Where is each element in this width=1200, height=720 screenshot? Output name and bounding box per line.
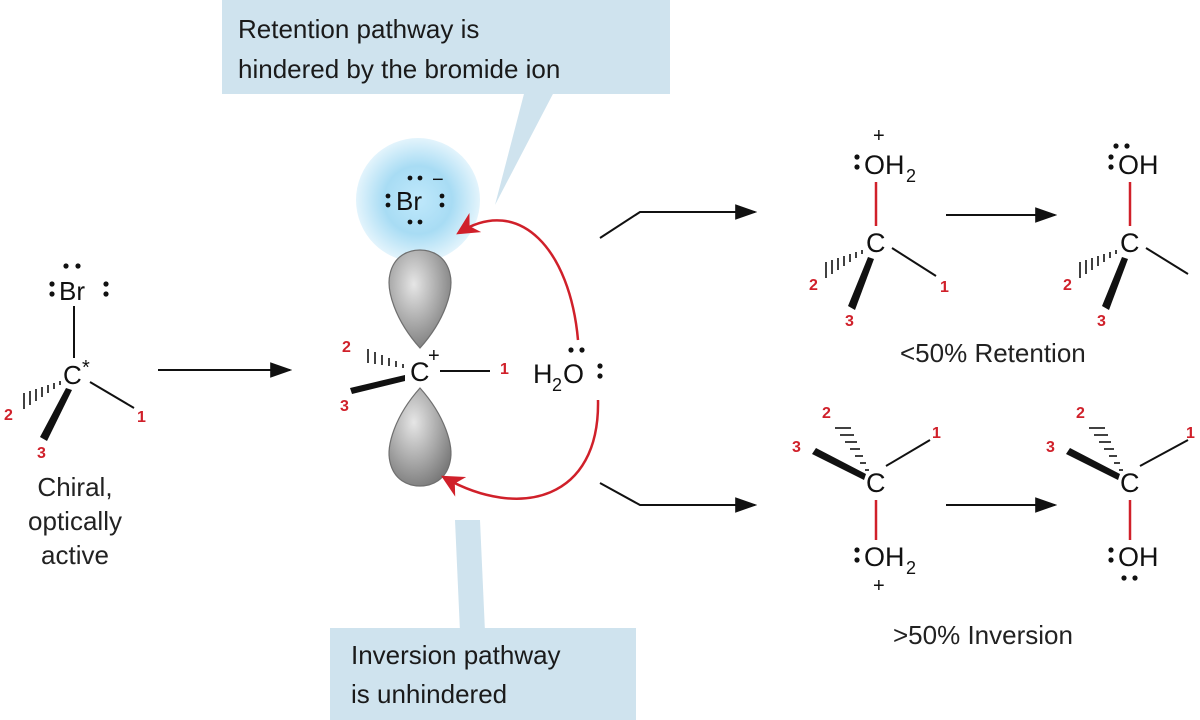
starting-br-label: Br — [59, 276, 85, 306]
retention-alcohol: OH C 2 3 — [1063, 143, 1189, 330]
chiral-caption-line-3: active — [41, 540, 109, 570]
inv1-sub-2: 2 — [822, 405, 831, 422]
water-nucleophile: H 2 O — [533, 347, 603, 395]
bromide-label: Br — [396, 186, 422, 216]
starting-c-label: C — [63, 360, 82, 390]
inv1-sub-3: 3 — [792, 439, 801, 456]
inv2-sub-1: 1 — [1186, 425, 1195, 442]
retention-attack-arrow — [456, 212, 580, 341]
bromide-charge: − — [432, 169, 444, 191]
retention-branch-arrow — [599, 204, 758, 239]
ret2-sub-3: 3 — [1097, 313, 1106, 330]
inv2-sub-2: 2 — [1076, 405, 1085, 422]
carbocation-charge: + — [428, 345, 440, 367]
retention-percentage-label: <50% Retention — [900, 338, 1086, 368]
inversion-callout-line-1: Inversion pathway — [351, 640, 561, 670]
inv-oxonium-oh: OH — [864, 542, 905, 572]
inv-oxonium-sub: 2 — [906, 558, 916, 578]
start-sub-1: 1 — [137, 409, 146, 426]
inversion-callout-line-2: is unhindered — [351, 679, 507, 709]
inversion-alcohol: 2 3 1 C OH — [1046, 405, 1195, 581]
inv-oxonium-plus: + — [873, 575, 885, 597]
ret1-sub-1: 1 — [940, 279, 949, 296]
chiral-caption-line-1: Chiral, — [37, 472, 112, 502]
cation-sub-3: 3 — [340, 398, 349, 415]
water-subscript: 2 — [552, 375, 562, 395]
ret1-sub-3: 3 — [845, 313, 854, 330]
water-h-label: H — [533, 359, 553, 389]
retention-oxonium: + OH 2 C 1 2 3 — [809, 125, 949, 330]
chiral-asterisk: * — [82, 357, 90, 379]
carbocation-intermediate: Br − C + 1 2 3 — [340, 138, 509, 487]
start-sub-3: 3 — [37, 445, 46, 462]
inv1-sub-1: 1 — [932, 425, 941, 442]
p-orbital-lower-lobe — [388, 387, 452, 487]
ret-alcohol-c: C — [1120, 228, 1140, 258]
inversion-attack-arrow — [441, 399, 600, 500]
inv-alcohol-oh: OH — [1118, 542, 1159, 572]
bromide-ion-glow — [356, 138, 480, 262]
inversion-percentage-label: >50% Inversion — [893, 620, 1073, 650]
water-o-label: O — [563, 359, 584, 389]
retention-callout: Retention pathway is hindered by the bro… — [222, 0, 670, 205]
ret-oxonium-c: C — [866, 228, 886, 258]
starting-alkyl-bromide: Br C * 1 2 3 Chiral, optically active — [4, 263, 146, 570]
inversion-callout: Inversion pathway is unhindered — [330, 520, 636, 720]
ret-oxonium-oh: OH — [864, 150, 905, 180]
inv-oxonium-c: C — [866, 468, 886, 498]
carbocation-c-label: C — [410, 357, 430, 387]
ret-alcohol-oh: OH — [1118, 150, 1159, 180]
inversion-oxonium: 2 3 1 C OH 2 + — [792, 405, 941, 597]
ret1-sub-2: 2 — [809, 277, 818, 294]
start-sub-2: 2 — [4, 407, 13, 424]
ret-oxonium-plus: + — [873, 125, 885, 147]
chiral-caption-line-2: optically — [28, 506, 122, 536]
p-orbital-upper-lobe — [388, 249, 452, 349]
cation-sub-2: 2 — [342, 339, 351, 356]
retention-callout-line-1: Retention pathway is — [238, 14, 479, 44]
ret2-sub-2: 2 — [1063, 277, 1072, 294]
retention-callout-line-2: hindered by the bromide ion — [238, 54, 560, 84]
inv-alcohol-c: C — [1120, 468, 1140, 498]
inversion-branch-arrow — [599, 482, 758, 513]
inv2-sub-3: 3 — [1046, 439, 1055, 456]
cation-sub-1: 1 — [500, 361, 509, 378]
ret-oxonium-sub: 2 — [906, 166, 916, 186]
